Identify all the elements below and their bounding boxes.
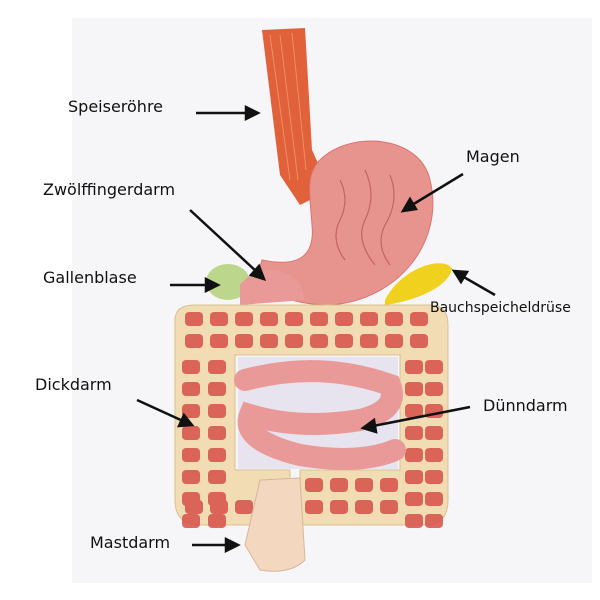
colon-segment bbox=[425, 426, 443, 440]
colon-segment bbox=[310, 334, 328, 348]
colon-segment bbox=[235, 312, 253, 326]
colon-segment bbox=[380, 500, 398, 514]
colon-segment bbox=[425, 360, 443, 374]
colon-segment bbox=[185, 500, 203, 514]
label-rectum: Mastdarm bbox=[90, 533, 171, 552]
colon-segment bbox=[405, 404, 423, 418]
colon-segment bbox=[210, 500, 228, 514]
colon-segment bbox=[285, 312, 303, 326]
colon-segment bbox=[208, 514, 226, 528]
colon-segment bbox=[425, 492, 443, 506]
colon-segment bbox=[360, 334, 378, 348]
colon-segment bbox=[405, 426, 423, 440]
colon-segment bbox=[235, 334, 253, 348]
duodenum-shape bbox=[240, 270, 305, 305]
label-esophagus: Speiseröhre bbox=[68, 97, 164, 116]
arrow-gallbladder bbox=[170, 276, 221, 294]
gallbladder-shape bbox=[206, 264, 250, 300]
colon-segment bbox=[235, 500, 253, 514]
label-gallbladder: Gallenblase bbox=[43, 268, 137, 287]
colon-segment bbox=[360, 312, 378, 326]
colon-segment bbox=[285, 334, 303, 348]
label-colon: Dickdarm bbox=[35, 375, 112, 394]
colon-segment bbox=[405, 514, 423, 528]
esophagus-shape bbox=[262, 28, 330, 205]
colon-segment bbox=[305, 478, 323, 492]
colon-segment bbox=[330, 478, 348, 492]
colon-segment bbox=[260, 312, 278, 326]
label-duodenum: Zwölffingerdarm bbox=[43, 180, 176, 199]
colon-segment bbox=[425, 514, 443, 528]
colon-segment bbox=[185, 334, 203, 348]
pancreas-shape bbox=[385, 263, 452, 305]
colon-segment bbox=[385, 312, 403, 326]
colon-segment bbox=[210, 312, 228, 326]
colon-segment bbox=[182, 360, 200, 374]
colon-segment bbox=[310, 312, 328, 326]
colon-segment bbox=[335, 312, 353, 326]
arrow-pancreas bbox=[451, 269, 496, 297]
arrow-duodenum bbox=[189, 209, 267, 281]
colon-segment bbox=[335, 334, 353, 348]
colon-segment bbox=[405, 382, 423, 396]
arrow-rectum bbox=[192, 536, 241, 554]
colon-segment bbox=[208, 448, 226, 462]
arrow-small-intestine bbox=[360, 405, 471, 434]
colon-segment bbox=[405, 470, 423, 484]
colon-segment bbox=[182, 382, 200, 396]
colon-segment bbox=[405, 360, 423, 374]
colon-segment bbox=[405, 492, 423, 506]
colon-segment bbox=[425, 448, 443, 462]
colon-segment bbox=[425, 382, 443, 396]
colon-segment bbox=[330, 500, 348, 514]
colon-segment bbox=[410, 334, 428, 348]
colon-segment bbox=[208, 470, 226, 484]
colon-segment bbox=[410, 312, 428, 326]
colon-segment bbox=[380, 478, 398, 492]
colon-segment bbox=[355, 500, 373, 514]
colon-pattern bbox=[182, 312, 443, 528]
label-pancreas: Bauchspeicheldrüse bbox=[430, 300, 571, 316]
colon-segment bbox=[208, 360, 226, 374]
colon-segment bbox=[208, 382, 226, 396]
colon-segment bbox=[385, 334, 403, 348]
colon-segment bbox=[260, 334, 278, 348]
colon-segment bbox=[182, 448, 200, 462]
colon-segment bbox=[208, 404, 226, 418]
small-intestine-shape bbox=[234, 360, 406, 470]
label-stomach: Magen bbox=[466, 147, 520, 166]
colon-segment bbox=[182, 426, 200, 440]
rectum-shape bbox=[244, 477, 306, 572]
colon-segment bbox=[425, 470, 443, 484]
arrow-stomach bbox=[400, 172, 464, 213]
arrow-colon bbox=[136, 398, 195, 428]
colon-segment bbox=[185, 312, 203, 326]
label-small-intestine: Dünndarm bbox=[483, 396, 568, 415]
colon-segment bbox=[182, 514, 200, 528]
colon-segment bbox=[210, 334, 228, 348]
colon-segment bbox=[182, 404, 200, 418]
colon-segment bbox=[355, 478, 373, 492]
colon-segment bbox=[405, 448, 423, 462]
colon-segment bbox=[305, 500, 323, 514]
colon-segment bbox=[208, 426, 226, 440]
colon-segment bbox=[182, 470, 200, 484]
arrow-esophagus bbox=[196, 104, 261, 122]
